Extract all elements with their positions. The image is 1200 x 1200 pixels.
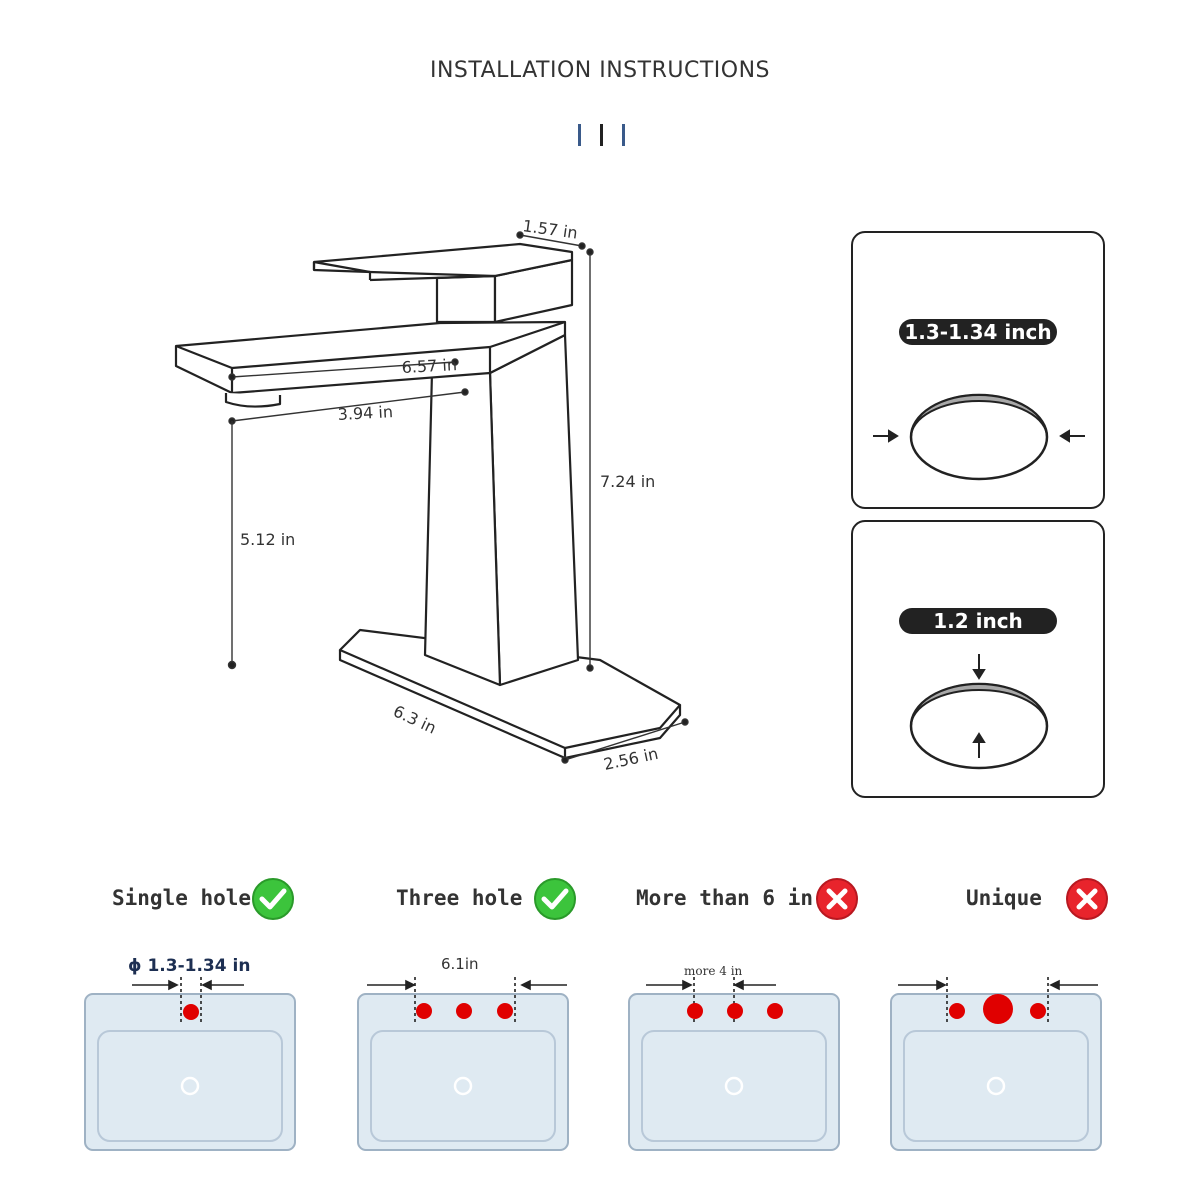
single-hole-note: ϕ 1.3-1.34 in [128, 956, 251, 976]
basin-single-hole [84, 993, 296, 1151]
option-single-hole-label: Single hole [112, 886, 252, 910]
cross-icon [1066, 878, 1108, 920]
min-hole-label: 1.2 inch [899, 608, 1057, 634]
page-title: INSTALLATION INSTRUCTIONS [429, 58, 770, 83]
single-hole-marker [132, 977, 244, 1024]
decorative-bars-icon [578, 124, 625, 146]
basin-more-than-6 [628, 993, 840, 1151]
dim-spout-length: 6.57 in [401, 355, 457, 377]
option-three-hole-label: Three hole [396, 886, 523, 910]
basin-unique [890, 993, 1102, 1151]
unique-markers [898, 977, 1098, 1024]
more-than-6-note: more 4 in [684, 964, 743, 978]
hole-diameter-label: 1.3-1.34 inch [899, 319, 1057, 345]
hole-opening-icon [873, 393, 1085, 481]
basin-three-hole [357, 993, 569, 1151]
option-more-than-6-label: More than 6 in [636, 886, 814, 910]
dim-deck-length: 6.3 in [390, 701, 439, 737]
faucet-diagram: 1.57 in 6.57 in 3.94 in 7.24 in 5.12 in … [174, 216, 689, 774]
cross-icon [816, 878, 858, 920]
dim-total-height: 7.24 in [600, 472, 655, 491]
three-hole-note: 6.1in [441, 955, 479, 973]
check-icon [534, 878, 576, 920]
hole-vertical-icon [909, 654, 1049, 770]
check-icon [252, 878, 294, 920]
dim-spout-reach: 3.94 in [337, 402, 393, 424]
dim-handle-width: 1.57 in [521, 216, 578, 243]
min-hole-card: 1.2 inch [851, 520, 1105, 798]
more-than-6-markers [646, 977, 783, 1024]
three-hole-markers [367, 977, 567, 1024]
hole-diameter-card: 1.3-1.34 inch [851, 231, 1105, 509]
dim-spout-height: 5.12 in [240, 530, 295, 549]
option-unique-label: Unique [966, 886, 1042, 910]
